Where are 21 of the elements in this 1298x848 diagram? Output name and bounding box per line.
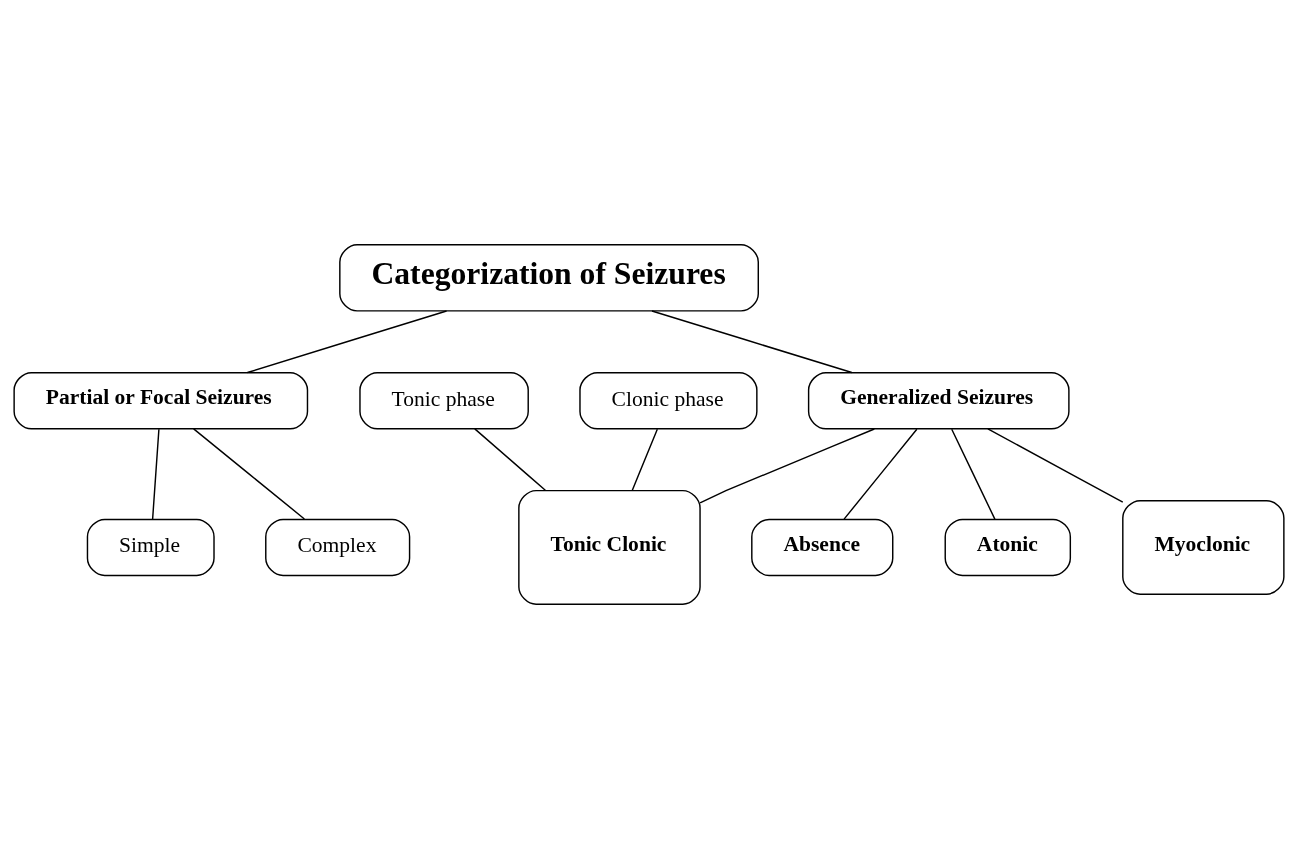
node-box: Myoclonic bbox=[1122, 499, 1285, 595]
connector bbox=[246, 309, 448, 373]
node-box: Atonic bbox=[944, 518, 1072, 576]
connector bbox=[631, 428, 659, 491]
node-box: Absence bbox=[751, 518, 894, 576]
node-box: Generalized Seizures bbox=[807, 371, 1070, 430]
connector bbox=[699, 427, 876, 504]
connector bbox=[987, 427, 1124, 503]
connector bbox=[192, 427, 306, 520]
node-box: Tonic phase bbox=[359, 371, 529, 430]
connector bbox=[843, 428, 918, 520]
connector bbox=[651, 309, 853, 373]
connector bbox=[474, 427, 547, 491]
node-box: Simple bbox=[86, 518, 215, 576]
node-box: Clonic phase bbox=[579, 371, 758, 430]
connector bbox=[951, 428, 996, 520]
node-box: Partial or Focal Seizures bbox=[13, 371, 309, 430]
connector bbox=[151, 428, 160, 520]
node-box: Tonic Clonic bbox=[518, 489, 701, 605]
node-box: Categorization of Seizures bbox=[339, 243, 759, 312]
node-box: Complex bbox=[265, 518, 411, 576]
